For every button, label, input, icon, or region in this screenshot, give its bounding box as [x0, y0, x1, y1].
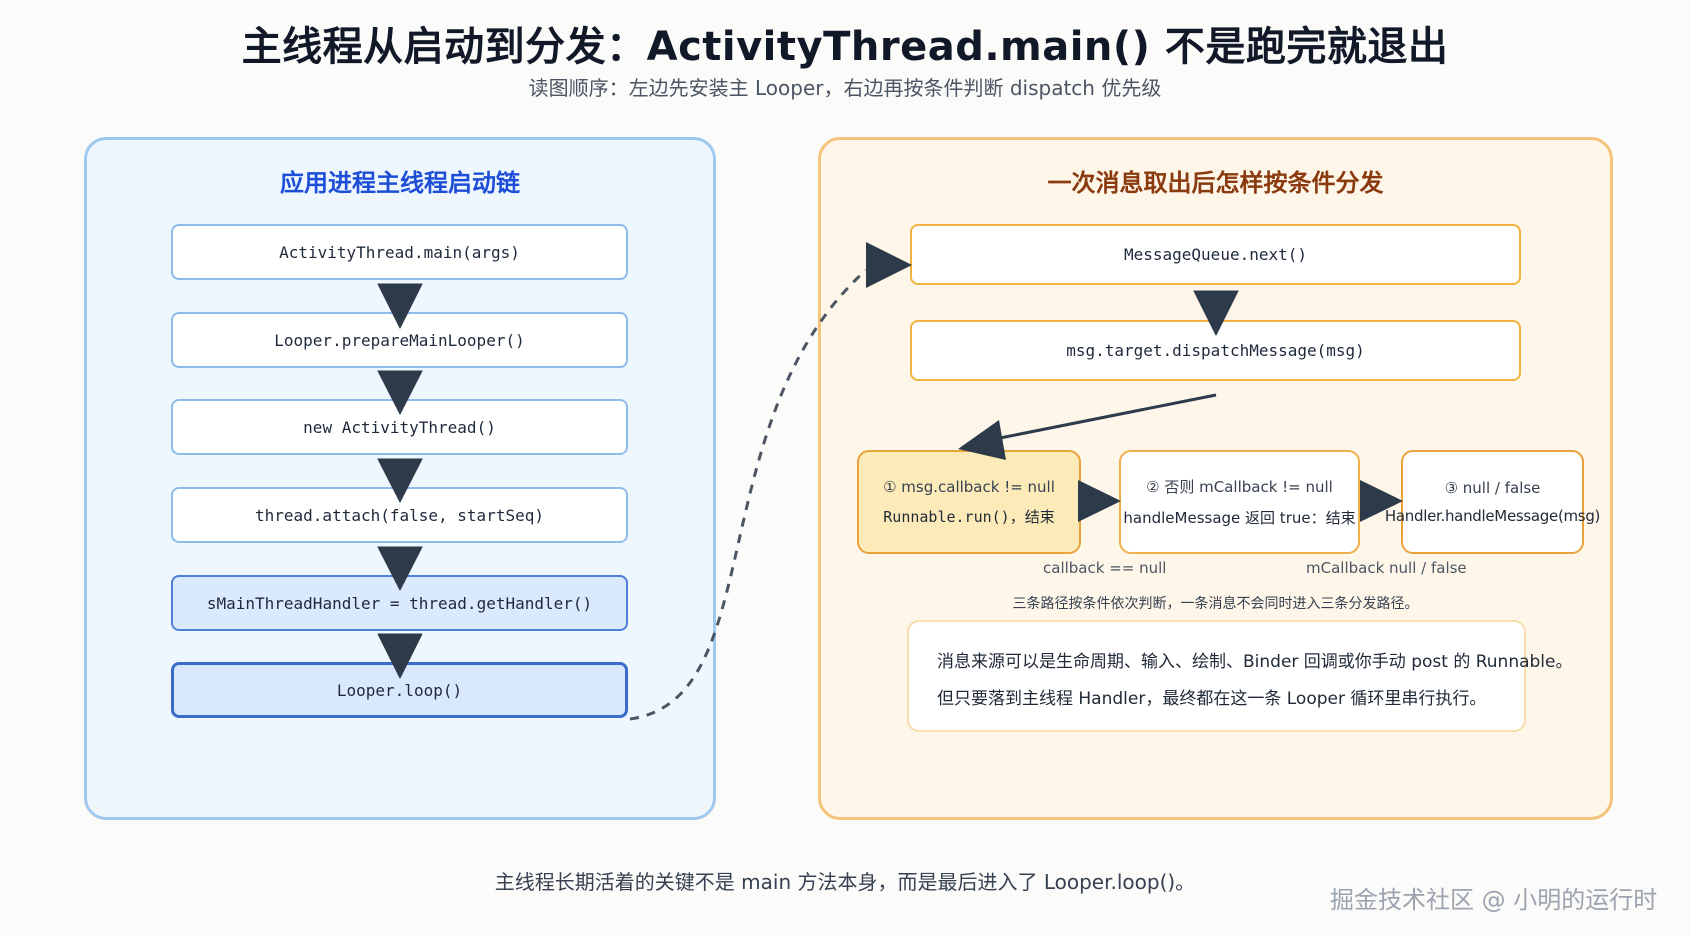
node-activitythread-main: ActivityThread.main(args) [171, 224, 628, 280]
info-line: 但只要落到主线程 Handler，最终都在这一条 Looper 循环里串行执行。 [937, 689, 1487, 709]
arrow-down-icon [377, 458, 423, 503]
right-panel-title: 一次消息取出后怎样按条件分发 [1047, 169, 1384, 197]
page-subtitle: 读图顺序：左边先安装主 Looper，右边再按条件判断 dispatch 优先级 [528, 76, 1162, 100]
arrow-right-icon [1360, 480, 1403, 522]
arrow-down-icon [377, 633, 423, 679]
arrow-left-icon [958, 420, 1006, 460]
branch-condition: ① msg.callback != null [883, 477, 1055, 496]
branch-handle-message: ③ null / false Handler.handleMessage(msg… [1385, 450, 1600, 554]
dispatch-to-branch-line [999, 393, 1217, 440]
node-messagequeue-next: MessageQueue.next() [910, 224, 1521, 285]
arrow-down-icon [377, 370, 423, 415]
page-title: 主线程从启动到分发：ActivityThread.main() 不是跑完就退出 [241, 24, 1449, 70]
info-line: 消息来源可以是生命周期、输入、绘制、Binder 回调或你手动 post 的 R… [937, 652, 1573, 672]
branch-condition: ② 否则 mCallback != null [1146, 478, 1333, 496]
edge-label-callback-null: callback == null [1043, 559, 1167, 577]
arrow-right-icon [1078, 480, 1121, 522]
branch-mcallback: ② 否则 mCallback != null handleMessage 返回 … [1119, 450, 1360, 554]
branch-action: handleMessage 返回 true：结束 [1123, 509, 1356, 527]
left-panel-title: 应用进程主线程启动链 [280, 169, 520, 197]
arrow-down-icon [377, 546, 423, 591]
edge-label-mcallback-null: mCallback null / false [1306, 559, 1467, 577]
info-box: 消息来源可以是生命周期、输入、绘制、Binder 回调或你手动 post 的 R… [907, 620, 1573, 732]
arrow-down-icon [1193, 290, 1239, 336]
arrow-down-icon [377, 283, 423, 329]
branch-condition: ③ null / false [1444, 479, 1541, 497]
branch-action: Handler.handleMessage(msg) [1384, 507, 1601, 525]
node-prepare-main-looper: Looper.prepareMainLooper() [171, 312, 628, 368]
watermark: 掘金技术社区 @ 小明的运行时 [1330, 886, 1658, 914]
loop-dashed-connector [629, 268, 868, 721]
branch-note: 三条路径按条件依次判断，一条消息不会同时进入三条分发路径。 [1012, 596, 1419, 612]
arrow-right-icon [866, 242, 912, 288]
footer-caption: 主线程长期活着的关键不是 main 方法本身，而是最后进入了 Looper.lo… [494, 870, 1196, 894]
branch-action: Runnable.run()，结束 [883, 507, 1055, 526]
branch-callback-run: ① msg.callback != null Runnable.run()，结束 [857, 450, 1081, 554]
